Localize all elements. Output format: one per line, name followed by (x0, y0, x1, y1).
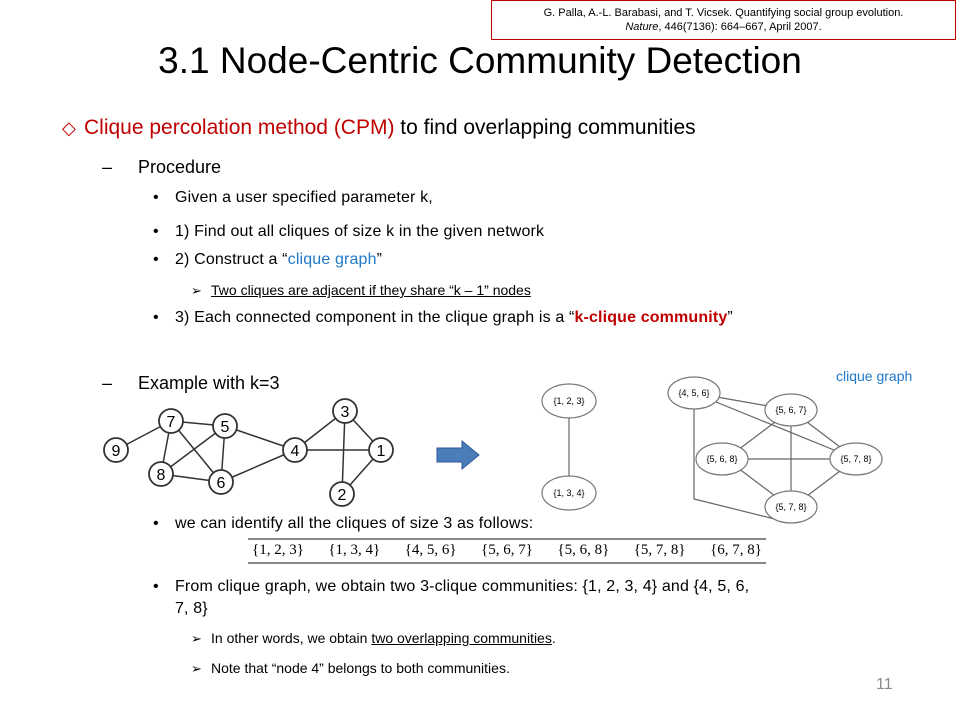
other-words-post: . (551, 630, 556, 646)
clique-node: {4, 5, 6} (678, 388, 709, 398)
table-cell: {6, 7, 8} (710, 542, 762, 558)
k-clique-community-term: k-clique community (574, 309, 728, 326)
step3-pre: 3) Each connected component in the cliqu… (175, 309, 575, 326)
clique-node: {5, 6, 8} (706, 454, 737, 464)
table-cell: {4, 5, 6} (404, 542, 457, 558)
step3-post: ” (727, 309, 733, 326)
reference-box: G. Palla, A.-L. Barabasi, and T. Vicsek.… (491, 0, 956, 40)
clique-node: {1, 2, 3} (553, 396, 584, 406)
cliques-table: {1, 2, 3} {1, 3, 4} {4, 5, 6} {5, 6, 7} … (248, 538, 766, 564)
identify-cliques-text: we can identify all the cliques of size … (175, 515, 534, 532)
reference-journal: Nature (625, 21, 659, 33)
adjacency-rule: Two cliques are adjacent if they share “… (211, 282, 531, 298)
clique-graph-right: {4, 5, 6} {5, 6, 7} {5, 6, 8} {5, 7, 8} … (667, 376, 883, 524)
reference-line-1: G. Palla, A.-L. Barabasi, and T. Vicsek.… (543, 7, 904, 19)
clique-node: {5, 7, 8} (775, 502, 806, 512)
clique-node: {5, 7, 8} (840, 454, 871, 464)
table-cell: {5, 6, 7} (481, 542, 533, 558)
bullet-dot: • (153, 309, 159, 326)
clique-node: {1, 3, 4} (553, 488, 584, 498)
result-line-1: From clique graph, we obtain two 3-cliqu… (175, 578, 750, 595)
network-node: 7 (167, 414, 176, 431)
network-diagram: 7 5 3 9 4 1 8 6 2 (103, 398, 394, 507)
page-number: 11 (876, 676, 893, 693)
main-bullet-text: to find overlapping communities (394, 116, 696, 139)
bullet-dot: • (153, 515, 159, 532)
diamond-bullet-icon: ◇ (62, 118, 76, 138)
step2-pre: 2) Construct a “ (175, 251, 288, 268)
step2-post: ” (376, 251, 383, 268)
table-cell: {1, 3, 4} (328, 542, 381, 558)
procedure-label: Procedure (138, 157, 222, 177)
network-node: 2 (338, 487, 347, 504)
clique-graph-label: clique graph (836, 368, 913, 384)
procedure-heading: – Procedure (102, 157, 221, 178)
note-text: Note that “node 4” belongs to both commu… (211, 660, 510, 676)
procedure-item-2: • 2) Construct a “clique graph” (153, 251, 382, 269)
network-node: 8 (157, 467, 166, 484)
bullet-dot: • (153, 578, 159, 595)
example-label: Example with k=3 (138, 373, 280, 393)
network-node: 6 (217, 475, 226, 492)
slide-title: 3.1 Node-Centric Community Detection (158, 40, 802, 81)
procedure-item-0: • Given a user specified parameter k, (153, 189, 433, 207)
note-item: ➢ Note that “node 4” belongs to both comm… (191, 660, 510, 677)
network-node: 1 (377, 443, 386, 460)
procedure-subitem: ➢ Two cliques are adjacent if they share … (191, 282, 531, 299)
result-item: • From clique graph, we obtain two 3-cliq… (153, 578, 749, 596)
main-bullet: ◇ Clique percolation method (CPM) to find… (62, 116, 696, 140)
dash-bullet: – (102, 157, 113, 177)
identify-cliques-item: • we can identify all the cliques of size… (153, 515, 533, 533)
network-node: 4 (291, 443, 300, 460)
table-cell: {5, 7, 8} (633, 542, 686, 558)
arrow-bullet-icon: ➢ (191, 661, 202, 676)
network-node: 3 (341, 404, 350, 421)
table-cell: {1, 2, 3} (252, 542, 304, 558)
other-words-pre: In other words, we obtain (211, 630, 372, 646)
procedure-item-text: Given a user specified parameter k, (175, 189, 433, 206)
procedure-item-1: • 1) Find out all cliques of size k in th… (153, 223, 544, 241)
network-node: 5 (221, 419, 230, 436)
right-arrow-icon (436, 440, 480, 470)
other-words-item: ➢ In other words, we obtain two overlappi… (191, 630, 556, 647)
arrow-bullet-icon: ➢ (191, 631, 202, 646)
result-line-2: 7, 8} (175, 600, 208, 617)
bullet-dot: • (153, 189, 159, 206)
two-overlapping-communities: two overlapping communities (371, 630, 552, 646)
reference-line-2: Nature, 446(7136): 664–667, April 2007. (492, 20, 955, 34)
procedure-item-3: • 3) Each connected component in the cliq… (153, 309, 733, 327)
example-heading: – Example with k=3 (102, 373, 280, 394)
cliques-row: {1, 2, 3} {1, 3, 4} {4, 5, 6} {5, 6, 7} … (248, 542, 766, 559)
clique-graph-term: clique graph (287, 251, 377, 268)
cpm-term: Clique percolation method (CPM) (84, 116, 395, 139)
table-bottom-rule (248, 562, 766, 564)
network-node: 9 (112, 443, 121, 460)
reference-details: , 446(7136): 664–667, April 2007. (658, 21, 822, 33)
dash-bullet: – (102, 373, 113, 393)
bullet-dot: • (153, 251, 159, 268)
bullet-dot: • (153, 223, 159, 240)
table-cell: {5, 6, 8} (557, 542, 610, 558)
procedure-item-text: 1) Find out all cliques of size k in the… (175, 223, 545, 240)
clique-graph-left: {1, 2, 3} {1, 3, 4} (541, 383, 597, 511)
arrow-bullet-icon: ➢ (191, 283, 202, 298)
table-top-rule (248, 538, 766, 540)
clique-node: {5, 6, 7} (775, 405, 806, 415)
